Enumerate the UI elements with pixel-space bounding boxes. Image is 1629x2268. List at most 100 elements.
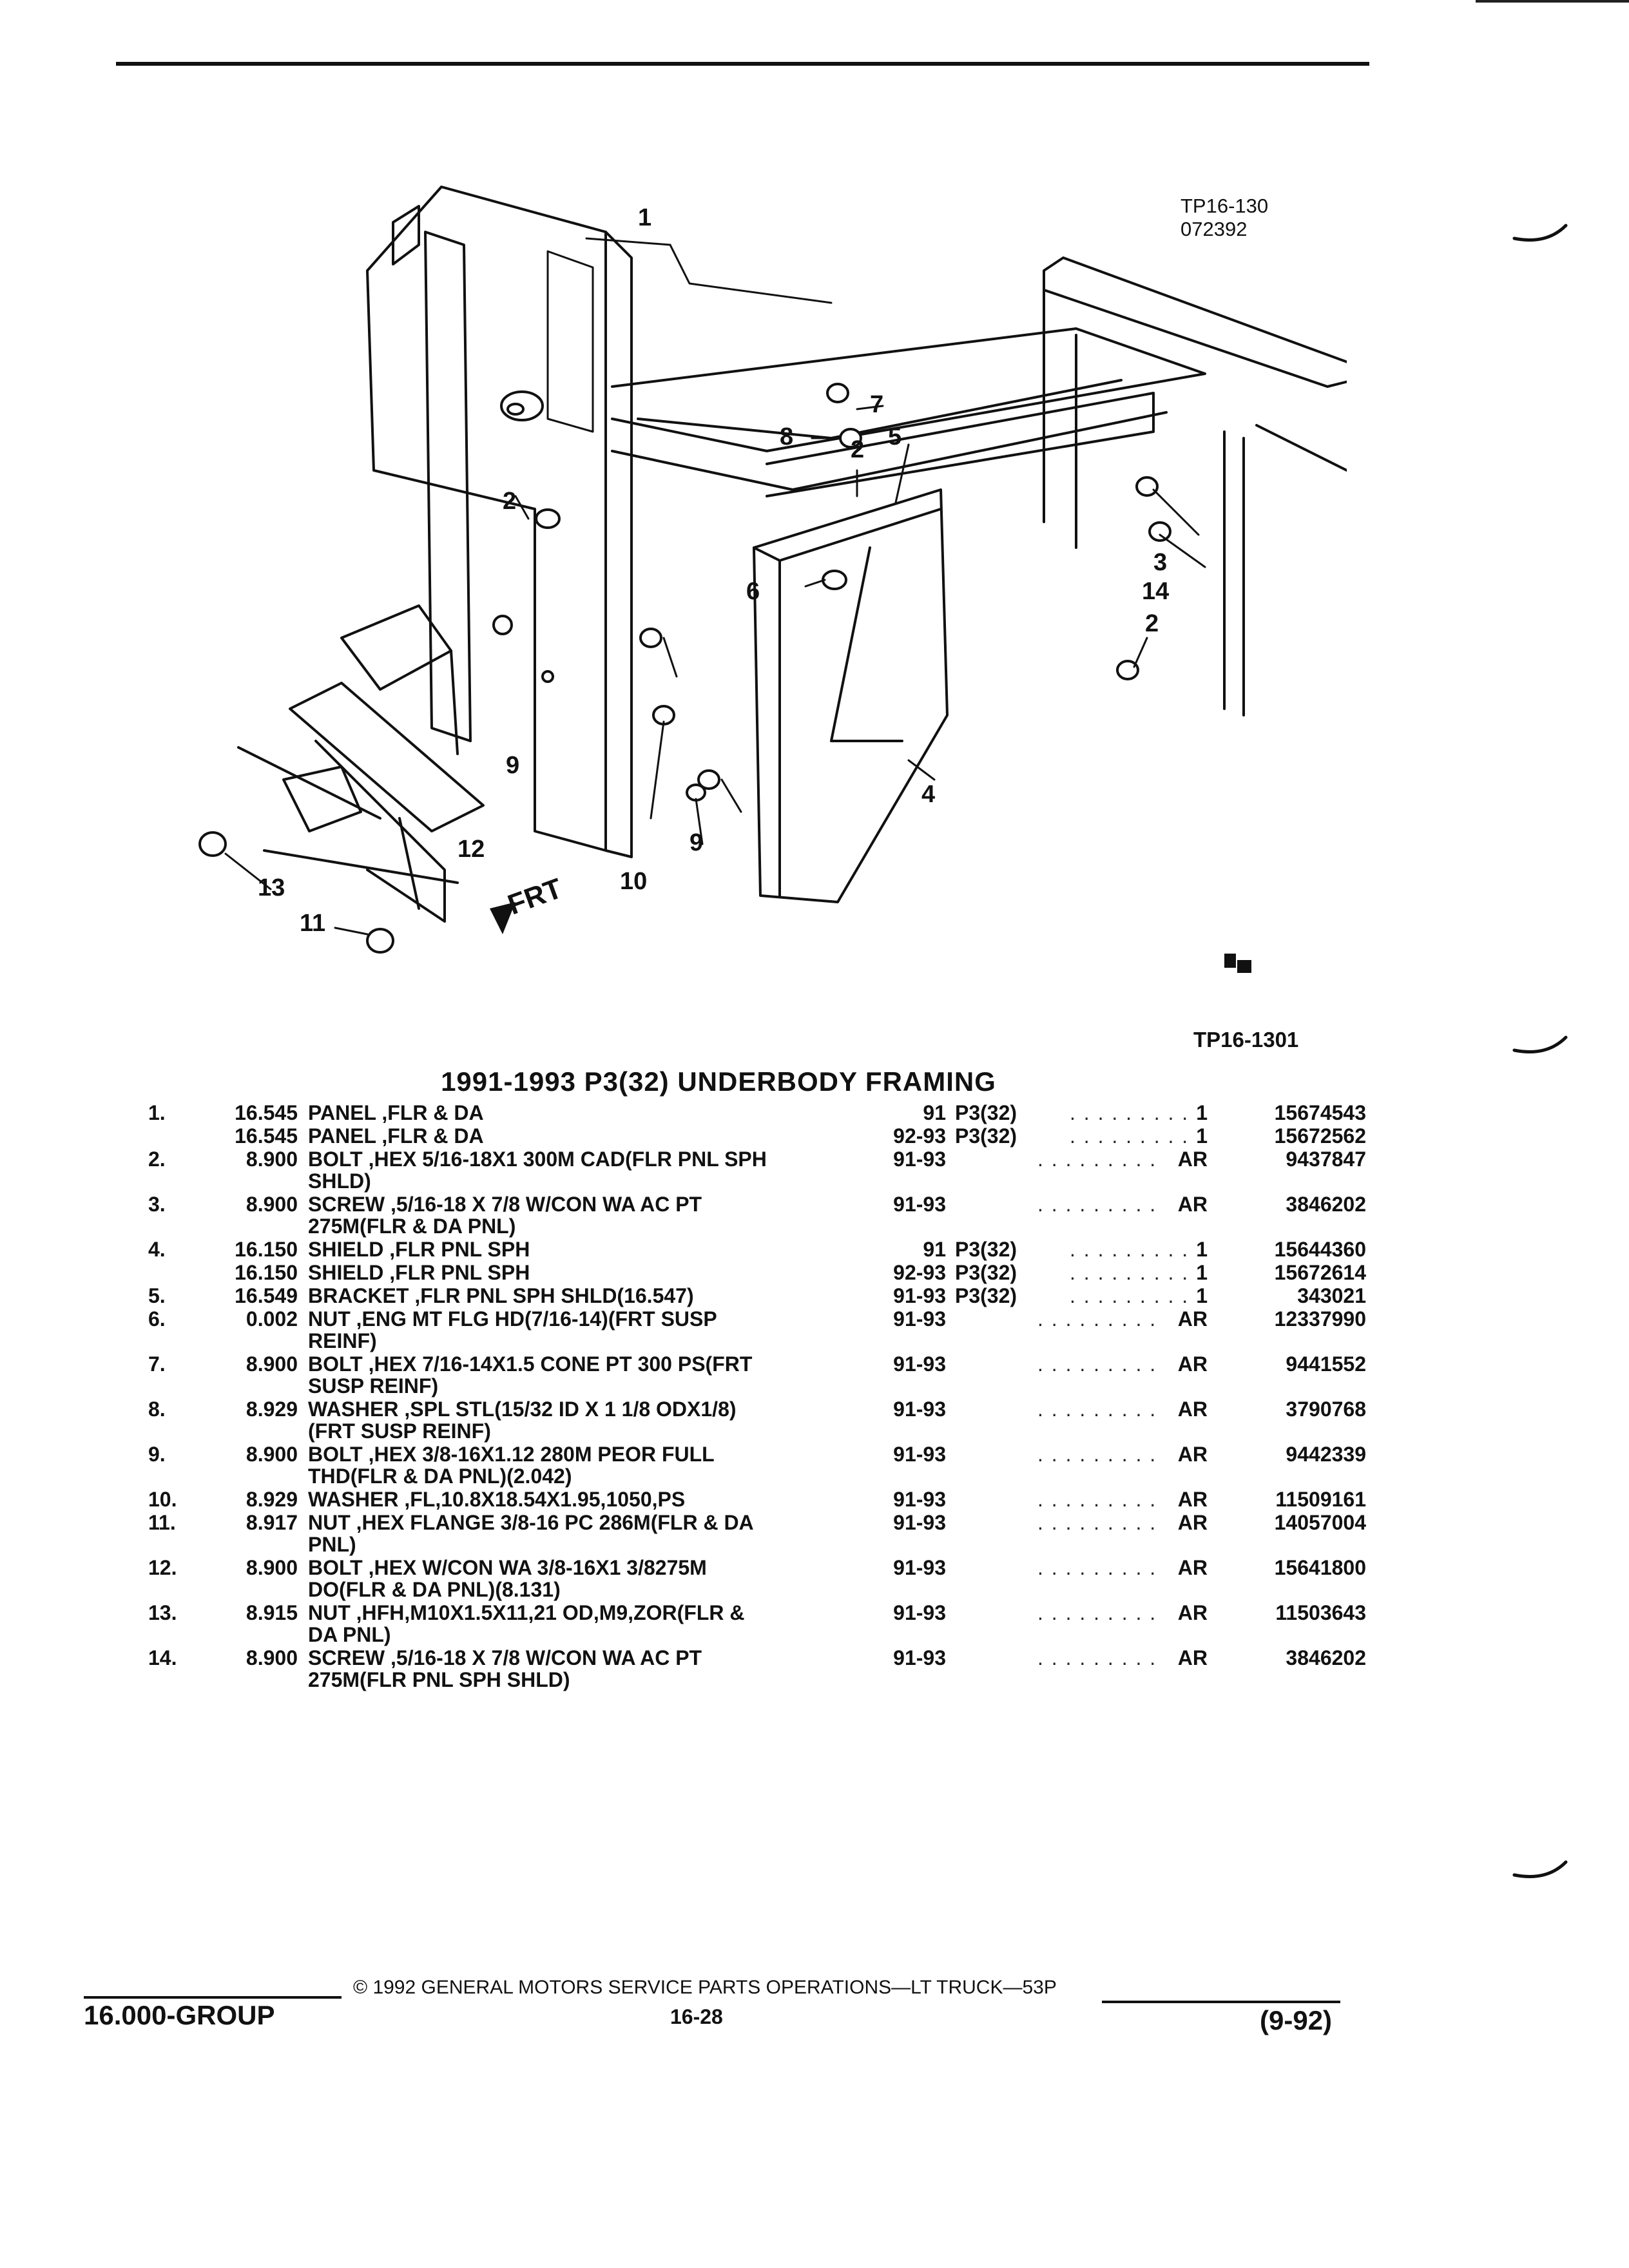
quantity: AR: [1177, 1443, 1208, 1466]
group-number: 8.915: [246, 1601, 298, 1624]
leader-dots: . . . . . . . . .: [1037, 1556, 1157, 1579]
footer-rule-left: [84, 1996, 342, 1999]
callout-1: 1: [638, 204, 651, 231]
footer-date: (9-92): [1260, 2005, 1333, 2035]
part-number: 15672614: [1274, 1261, 1366, 1284]
part-number: 15644360: [1274, 1238, 1366, 1261]
group-number: 8.917: [246, 1511, 298, 1534]
leader-dots: . . . . . . . . .: [1037, 1352, 1157, 1376]
gm-logo-mark: [1224, 954, 1251, 973]
quantity: AR: [1177, 1307, 1208, 1331]
leader-dots: . . . . . . . . .: [1037, 1148, 1157, 1171]
part-description: PANEL ,FLR & DA: [308, 1101, 484, 1124]
model-code: P3(32): [955, 1261, 1017, 1284]
leader-dots: . . . . . . . . .: [1037, 1511, 1157, 1534]
item-number: 13.: [148, 1601, 177, 1624]
footer-rule-right: [1102, 2001, 1340, 2003]
item-number: 10.: [148, 1488, 177, 1511]
callout-9a: 9: [506, 752, 519, 779]
lower-brace: [237, 604, 485, 923]
item-number: 11.: [148, 1511, 176, 1534]
year-range: 92-93: [893, 1124, 946, 1148]
group-number: 8.900: [246, 1556, 298, 1579]
quantity: AR: [1177, 1398, 1208, 1421]
exploded-parts-diagram: 1 7 8 2 5 3 14 2 2 6 9 12 9 10 13 11 4 F…: [198, 186, 1347, 973]
callout-numbers: 1 7 8 2 5 3 14 2 2 6 9 12 9 10 13 11 4: [258, 204, 1169, 937]
top-rule: [116, 62, 1369, 66]
part-number: 11509161: [1275, 1488, 1366, 1511]
corner-rule: [1476, 0, 1629, 3]
year-range: 91: [923, 1101, 946, 1124]
callout-5: 5: [888, 423, 901, 450]
item-number: 6.: [148, 1307, 166, 1331]
model-code: P3(32): [955, 1101, 1017, 1124]
footer-group-label: 16.000-GROUP: [84, 2000, 275, 2030]
illustration-reference: TP16-130 072392: [1181, 195, 1269, 240]
quantity: AR: [1177, 1488, 1208, 1511]
page-title: 1991-1993 P3(32) UNDERBODY FRAMING: [441, 1066, 996, 1097]
part-description: WASHER ,FL,10.8X18.54X1.95,1050,PS: [308, 1488, 686, 1511]
table-row: 16.150 SHIELD ,FLR PNL SPH 92-93 P3(32) …: [142, 1262, 1366, 1285]
quantity: AR: [1177, 1601, 1208, 1624]
item-number: 14.: [148, 1646, 177, 1669]
item-number: 7.: [148, 1352, 166, 1376]
year-range: 91-93: [893, 1556, 946, 1579]
year-range: 91-93: [893, 1307, 946, 1331]
model-code: P3(32): [955, 1238, 1017, 1261]
callout-13: 13: [258, 874, 285, 901]
part-description: BOLT ,HEX 3/8-16X1.12 280M PEOR FULL THD…: [308, 1443, 715, 1488]
year-range: 92-93: [893, 1261, 946, 1284]
year-range: 91-93: [893, 1398, 946, 1421]
part-number: 14057004: [1274, 1511, 1366, 1534]
part-number: 15674543: [1274, 1101, 1366, 1124]
table-row: 7. 8.900 BOLT ,HEX 7/16-14X1.5 CONE PT 3…: [142, 1353, 1366, 1398]
callout-7: 7: [870, 391, 883, 418]
quantity: AR: [1177, 1193, 1208, 1216]
part-description: SHIELD ,FLR PNL SPH: [308, 1261, 530, 1284]
leader-dots: . . . . . . . . .: [1037, 1488, 1157, 1511]
part-description: NUT ,HFH,M10X1.5X11,21 OD,M9,ZOR(FLR & D…: [308, 1601, 745, 1646]
quantity: 1: [1196, 1261, 1208, 1284]
table-row: 12. 8.900 BOLT ,HEX W/CON WA 3/8-16X1 3/…: [142, 1557, 1366, 1602]
year-range: 91-93: [893, 1443, 946, 1466]
part-description: PANEL ,FLR & DA: [308, 1124, 484, 1148]
table-row: 2. 8.900 BOLT ,HEX 5/16-18X1 300M CAD(FL…: [142, 1148, 1366, 1193]
callout-12: 12: [458, 836, 485, 863]
leader-dots: . . . . . . . . .: [1070, 1261, 1190, 1284]
part-description: NUT ,HEX FLANGE 3/8-16 PC 286M(FLR & DA …: [308, 1511, 754, 1556]
margin-marks: [1512, 224, 1568, 1878]
table-row: 16.545 PANEL ,FLR & DA 92-93 P3(32) 1 15…: [142, 1125, 1366, 1148]
group-number: 16.150: [235, 1238, 298, 1261]
year-range: 91-93: [893, 1148, 946, 1171]
table-row: 13. 8.915 NUT ,HFH,M10X1.5X11,21 OD,M9,Z…: [142, 1602, 1366, 1647]
callout-4: 4: [921, 781, 935, 808]
quantity: AR: [1177, 1511, 1208, 1534]
year-range: 91-93: [893, 1352, 946, 1376]
year-range: 91: [923, 1238, 946, 1261]
quantity: 1: [1196, 1238, 1208, 1261]
group-number: 8.900: [246, 1443, 298, 1466]
quantity: 1: [1196, 1284, 1208, 1307]
floor-panel-shield: [753, 488, 949, 903]
callout-10: 10: [620, 868, 647, 895]
leader-dots: . . . . . . . . .: [1037, 1307, 1157, 1331]
part-number: 9437847: [1286, 1148, 1366, 1171]
quantity: 1: [1196, 1124, 1208, 1148]
item-number: 5.: [148, 1284, 166, 1307]
item-number: 1.: [148, 1101, 166, 1124]
part-description: SCREW ,5/16-18 X 7/8 W/CON WA AC PT 275M…: [308, 1193, 702, 1238]
part-number: 9441552: [1286, 1352, 1366, 1376]
part-description: BOLT ,HEX W/CON WA 3/8-16X1 3/8275M DO(F…: [308, 1556, 707, 1601]
callout-2c: 2: [503, 488, 516, 515]
group-number: 0.002: [246, 1307, 298, 1331]
callout-9b: 9: [689, 829, 703, 856]
table-row: 9. 8.900 BOLT ,HEX 3/8-16X1.12 280M PEOR…: [142, 1443, 1366, 1488]
year-range: 91-93: [893, 1646, 946, 1669]
part-number: 9442339: [1286, 1443, 1366, 1466]
callout-3: 3: [1153, 549, 1167, 576]
item-number: 9.: [148, 1443, 166, 1466]
leader-dots: . . . . . . . . .: [1037, 1443, 1157, 1466]
table-row: 3. 8.900 SCREW ,5/16-18 X 7/8 W/CON WA A…: [142, 1193, 1366, 1238]
leader-lines: [224, 237, 1206, 936]
year-range: 91-93: [893, 1193, 946, 1216]
